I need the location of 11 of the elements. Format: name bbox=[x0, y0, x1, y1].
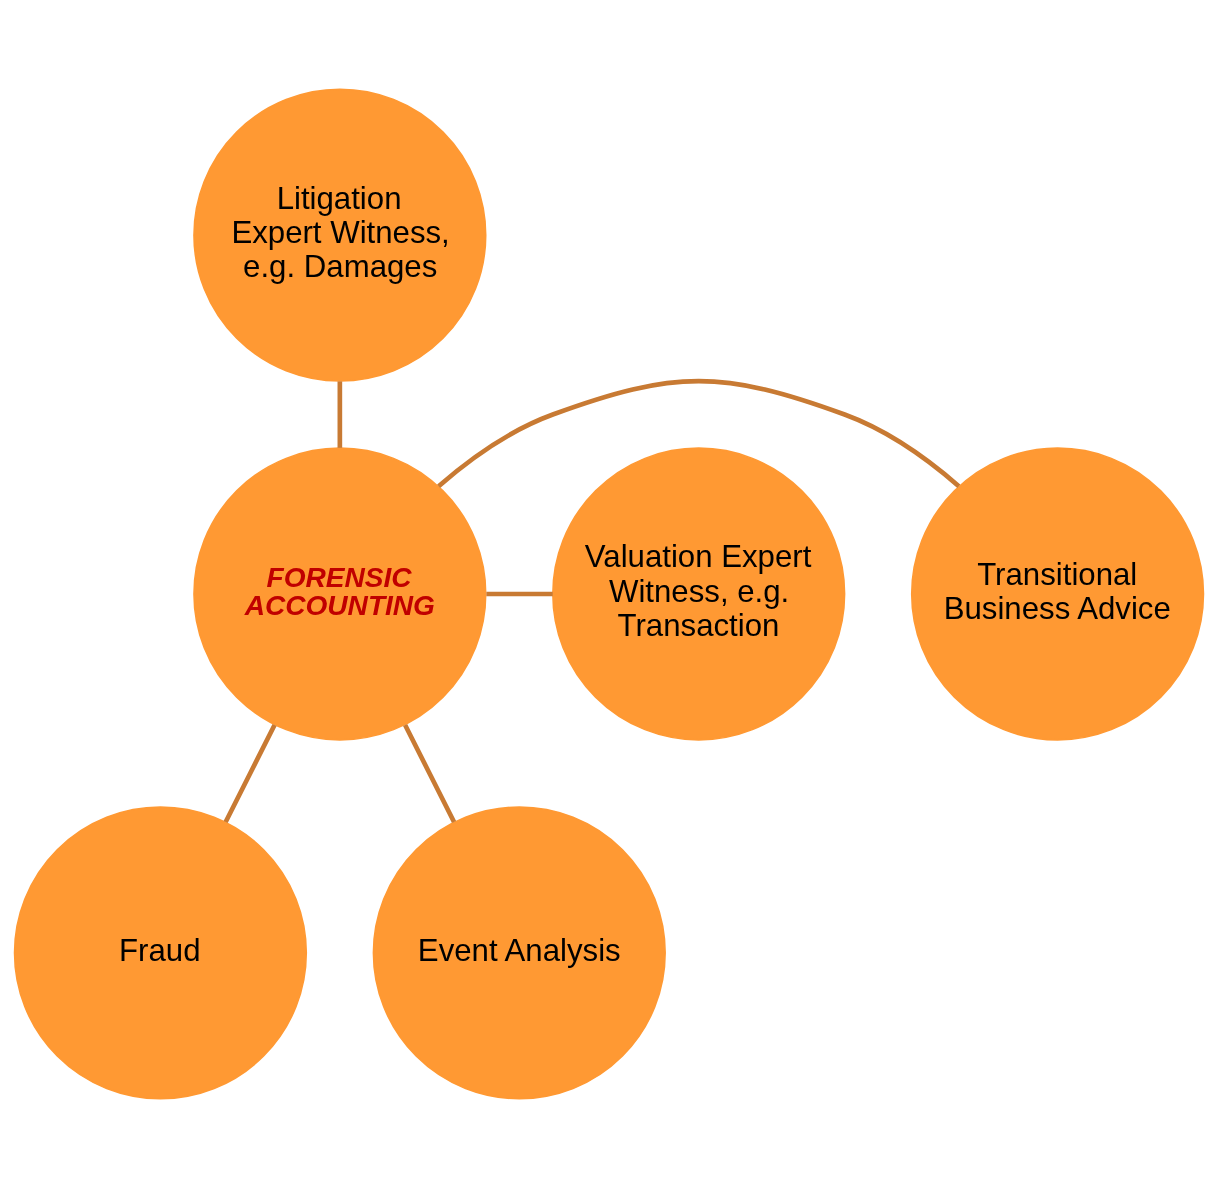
connector bbox=[403, 723, 457, 823]
node-circle: Litigation Expert Witness, e.g. Damages bbox=[193, 87, 487, 382]
connector bbox=[337, 380, 343, 448]
node-circle: Transitional Business Advice bbox=[910, 446, 1205, 741]
node-circle: Event Analysis bbox=[372, 805, 666, 1100]
connector bbox=[486, 591, 553, 596]
node-circle: FORENSIC ACCOUNTING bbox=[193, 446, 487, 741]
connector bbox=[437, 378, 961, 488]
connector bbox=[223, 723, 277, 823]
node-circle: Fraud bbox=[13, 805, 308, 1100]
node-circle: Valuation Expert Witness, e.g. Transaction bbox=[552, 446, 846, 741]
